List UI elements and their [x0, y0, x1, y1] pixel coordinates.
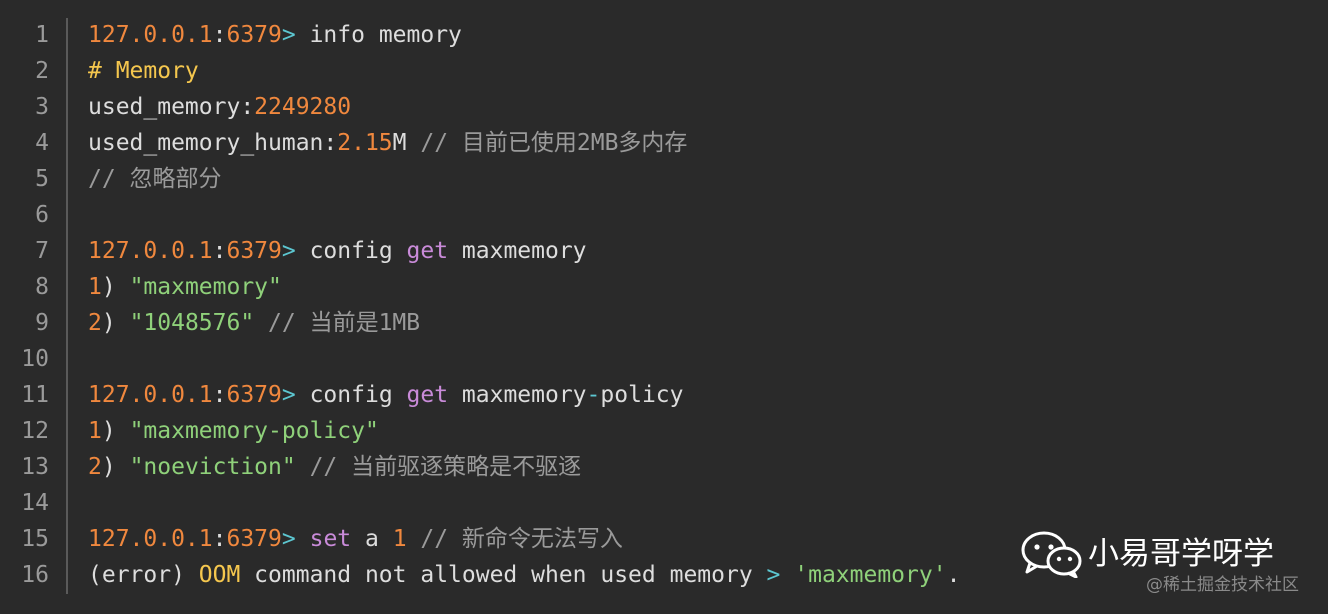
result-index: 2 — [88, 454, 102, 480]
code-comment: // 当前是1MB — [254, 310, 421, 336]
line-number-gutter: 1 2 3 4 5 6 7 8 9 10 11 12 13 14 15 16 — [0, 0, 66, 614]
line-number: 3 — [35, 94, 49, 120]
line-number: 13 — [21, 454, 49, 480]
code-line-7: 127.0.0.1:6379> config get maxmemory — [88, 233, 587, 269]
host-ip: 127.0.0.1 — [88, 238, 213, 264]
error-oom: OOM — [198, 562, 241, 588]
result-string: "noeviction" — [129, 454, 296, 480]
code-comment: // 目前已使用2MB多内存 — [406, 130, 688, 156]
code-comment: // 新命令无法写入 — [406, 526, 623, 552]
result-paren: ) — [101, 418, 130, 444]
code-line-8: 1) "maxmemory" — [88, 269, 282, 305]
gutter-divider — [66, 18, 68, 594]
port-number: 6379 — [226, 382, 282, 408]
prompt-symbol: > — [281, 22, 296, 48]
command-text: maxmemory — [448, 238, 587, 264]
result-string: "1048576" — [129, 310, 255, 336]
command-dash: - — [586, 382, 601, 408]
info-key: used_memory: — [88, 94, 255, 120]
code-line-15: 127.0.0.1:6379> set a 1 // 新命令无法写入 — [88, 521, 623, 557]
command-number: 1 — [392, 526, 407, 552]
error-string: 'maxmemory' — [794, 562, 947, 588]
line-number: 9 — [35, 310, 49, 336]
line-number: 8 — [35, 274, 49, 300]
line-number: 10 — [21, 346, 49, 372]
port-separator: : — [212, 526, 227, 552]
result-string: "maxmemory" — [129, 274, 282, 300]
line-number: 2 — [35, 58, 49, 84]
code-line-9: 2) "1048576" // 当前是1MB — [88, 305, 420, 341]
error-dot: . — [946, 562, 961, 588]
code-line-11: 127.0.0.1:6379> config get maxmemory-pol… — [88, 377, 684, 413]
info-value: 2.15 — [337, 130, 393, 156]
result-index: 1 — [88, 274, 102, 300]
command-keyword: get — [406, 382, 449, 408]
port-number: 6379 — [226, 238, 282, 264]
error-message: command not allowed when used memory — [240, 562, 767, 588]
result-index: 1 — [88, 418, 102, 444]
line-number: 1 — [35, 22, 49, 48]
code-line-2: # Memory — [88, 53, 199, 89]
error-space — [780, 562, 794, 588]
host-ip: 127.0.0.1 — [88, 22, 213, 48]
line-number: 6 — [35, 202, 49, 228]
line-number: 16 — [21, 562, 49, 588]
result-string: "maxmemory-policy" — [129, 418, 379, 444]
line-number: 4 — [35, 130, 49, 156]
port-separator: : — [212, 238, 227, 264]
code-line-16: (error) OOM command not allowed when use… — [88, 557, 960, 593]
host-ip: 127.0.0.1 — [88, 526, 213, 552]
port-number: 6379 — [226, 526, 282, 552]
watermark-subtitle: @稀土掘金技术社区 — [1146, 575, 1299, 595]
prompt-symbol: > — [281, 526, 296, 552]
error-operator: > — [766, 562, 781, 588]
code-comment: // 忽略部分 — [88, 166, 222, 192]
watermark-title: 小易哥学呀学 — [1088, 536, 1274, 572]
watermark: 小易哥学呀学 @稀土掘金技术社区 — [1020, 530, 1320, 610]
host-ip: 127.0.0.1 — [88, 382, 213, 408]
command-text: policy — [600, 382, 684, 408]
command-keyword: get — [406, 238, 449, 264]
code-comment: // 当前驱逐策略是不驱逐 — [295, 454, 582, 480]
section-heading: # Memory — [88, 58, 199, 84]
command-text: config — [295, 238, 407, 264]
info-unit: M — [392, 130, 407, 156]
line-number: 15 — [21, 526, 49, 552]
command-text: info memory — [295, 22, 462, 48]
line-number: 5 — [35, 166, 49, 192]
command-space — [296, 526, 310, 552]
result-index: 2 — [88, 310, 102, 336]
result-paren: ) — [101, 310, 130, 336]
wechat-icon — [1021, 531, 1082, 578]
result-paren: ) — [101, 454, 130, 480]
line-number: 14 — [21, 490, 49, 516]
code-line-12: 1) "maxmemory-policy" — [88, 413, 379, 449]
port-separator: : — [212, 22, 227, 48]
command-text: maxmemory — [448, 382, 587, 408]
port-number: 6379 — [226, 22, 282, 48]
info-value: 2249280 — [254, 94, 352, 120]
line-number: 7 — [35, 238, 49, 264]
code-line-13: 2) "noeviction" // 当前驱逐策略是不驱逐 — [88, 449, 581, 485]
error-prefix: (error) — [88, 562, 199, 588]
command-arg: a — [351, 526, 393, 552]
code-line-3: used_memory:2249280 — [88, 89, 351, 125]
port-separator: : — [212, 382, 227, 408]
code-line-5: // 忽略部分 — [88, 161, 222, 197]
code-line-4: used_memory_human:2.15M // 目前已使用2MB多内存 — [88, 125, 687, 161]
prompt-symbol: > — [281, 238, 296, 264]
prompt-symbol: > — [281, 382, 296, 408]
line-number: 11 — [21, 382, 49, 408]
result-paren: ) — [101, 274, 130, 300]
command-text: config — [295, 382, 407, 408]
info-key: used_memory_human: — [88, 130, 338, 156]
line-number: 12 — [21, 418, 49, 444]
code-line-1: 127.0.0.1:6379> info memory — [88, 17, 462, 53]
command-keyword: set — [309, 526, 352, 552]
